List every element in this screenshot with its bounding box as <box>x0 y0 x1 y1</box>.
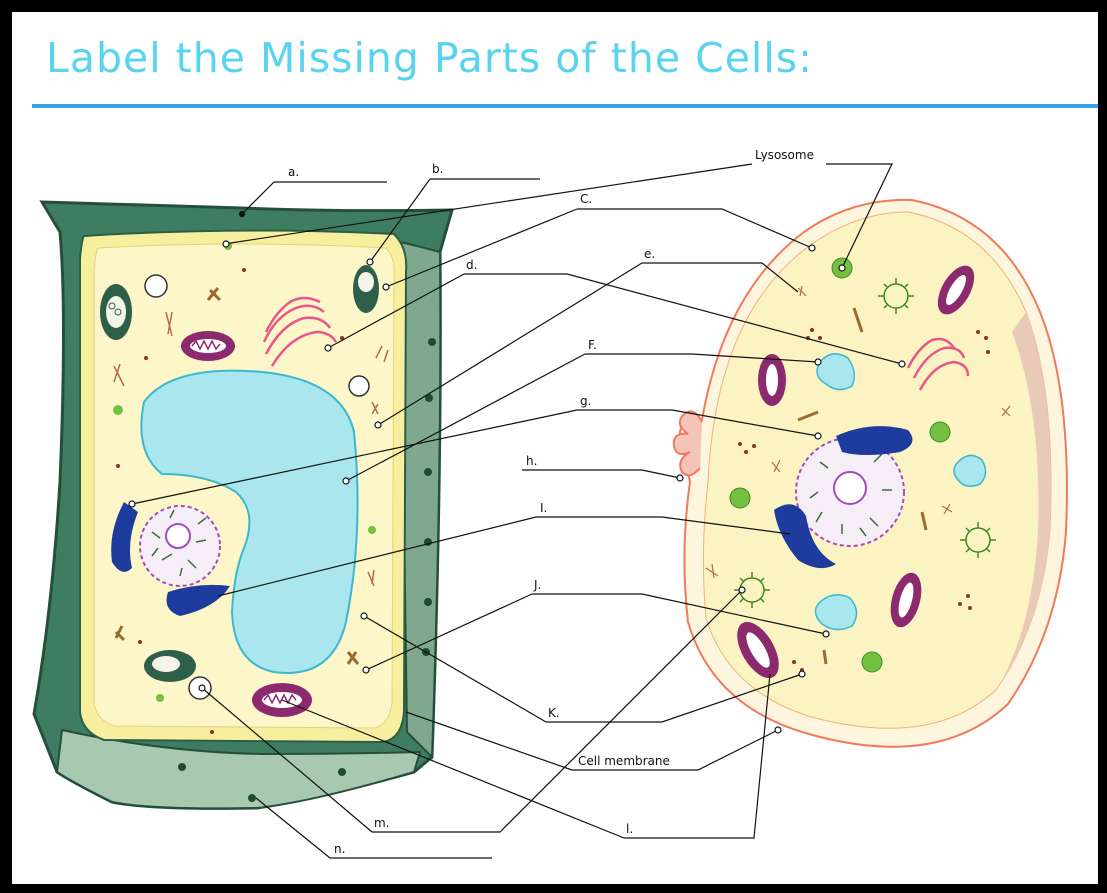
label-j: J. <box>534 578 541 592</box>
animal-cell <box>674 200 1067 747</box>
label-cell-membrane: Cell membrane <box>578 754 670 768</box>
label-e: e. <box>644 247 655 261</box>
label-f: F. <box>588 338 597 352</box>
plant-cell <box>34 202 452 808</box>
label-n: n. <box>334 842 345 856</box>
animal-membrane-folds <box>674 411 702 475</box>
plant-vesicle-2 <box>349 376 369 396</box>
cell-diagram <box>12 12 1098 884</box>
animal-mitochondrion-2 <box>758 354 786 406</box>
label-i: I. <box>540 501 547 515</box>
label-m: m. <box>374 816 390 830</box>
label-k: K. <box>548 706 560 720</box>
animal-nucleus <box>796 438 904 546</box>
plant-vesicle-1 <box>145 275 167 297</box>
label-c: C. <box>580 192 592 206</box>
label-h: h. <box>526 454 537 468</box>
plant-mitochondrion-1 <box>181 331 235 361</box>
chloroplast-mid <box>353 265 379 313</box>
chloroplast-bottom <box>144 650 196 682</box>
label-g: g. <box>580 394 591 408</box>
label-l: l. <box>626 822 633 836</box>
label-a: a. <box>288 165 299 179</box>
label-b: b. <box>432 162 443 176</box>
worksheet: Label the Missing Parts of the Cells: <box>12 12 1098 884</box>
plant-nucleus <box>140 506 220 586</box>
animal-vacuole-2 <box>815 595 856 630</box>
label-lysosome: Lysosome <box>755 148 814 162</box>
label-d: d. <box>466 258 477 272</box>
chloroplast-top <box>100 284 132 340</box>
